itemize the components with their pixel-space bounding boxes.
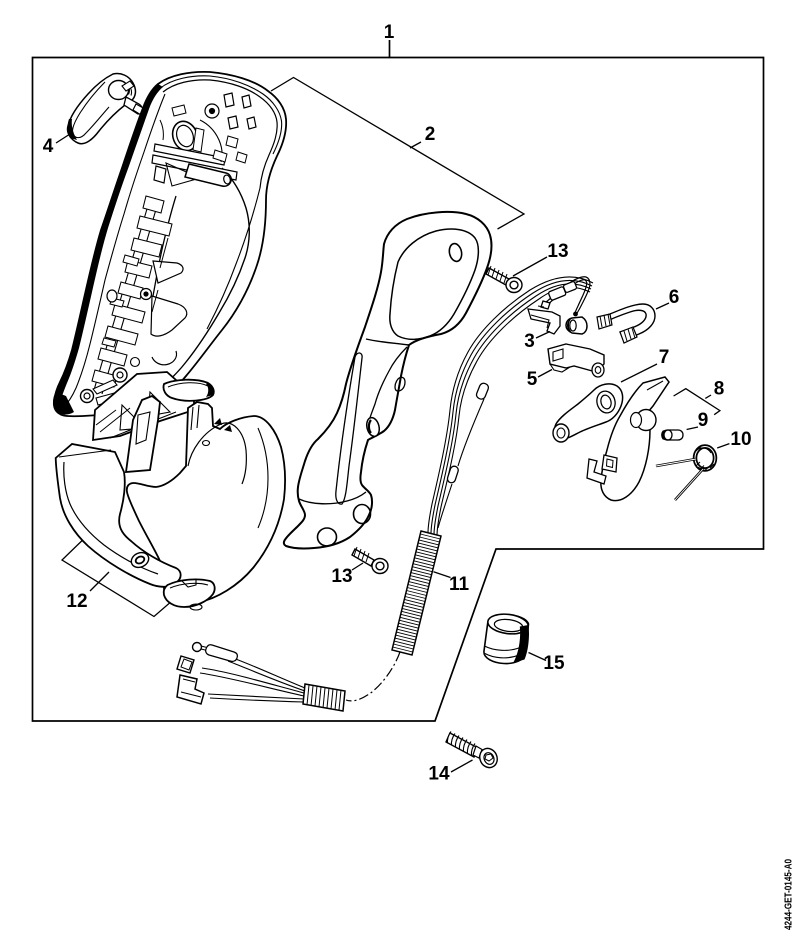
svg-text:11: 11 bbox=[449, 574, 470, 595]
svg-text:9: 9 bbox=[698, 410, 709, 431]
svg-text:2: 2 bbox=[425, 124, 436, 145]
svg-text:8: 8 bbox=[714, 379, 725, 400]
svg-text:13: 13 bbox=[331, 566, 352, 587]
svg-text:10: 10 bbox=[730, 429, 751, 450]
svg-text:3: 3 bbox=[524, 331, 535, 352]
svg-text:4: 4 bbox=[43, 136, 54, 157]
svg-text:5: 5 bbox=[527, 369, 538, 390]
svg-text:13: 13 bbox=[547, 241, 568, 262]
svg-text:4244-GET-0145-A0: 4244-GET-0145-A0 bbox=[784, 859, 795, 930]
svg-text:7: 7 bbox=[659, 347, 670, 368]
svg-text:1: 1 bbox=[384, 22, 395, 43]
svg-text:6: 6 bbox=[669, 287, 680, 308]
svg-text:12: 12 bbox=[66, 591, 87, 612]
svg-text:15: 15 bbox=[543, 653, 565, 674]
svg-text:14: 14 bbox=[428, 764, 450, 785]
